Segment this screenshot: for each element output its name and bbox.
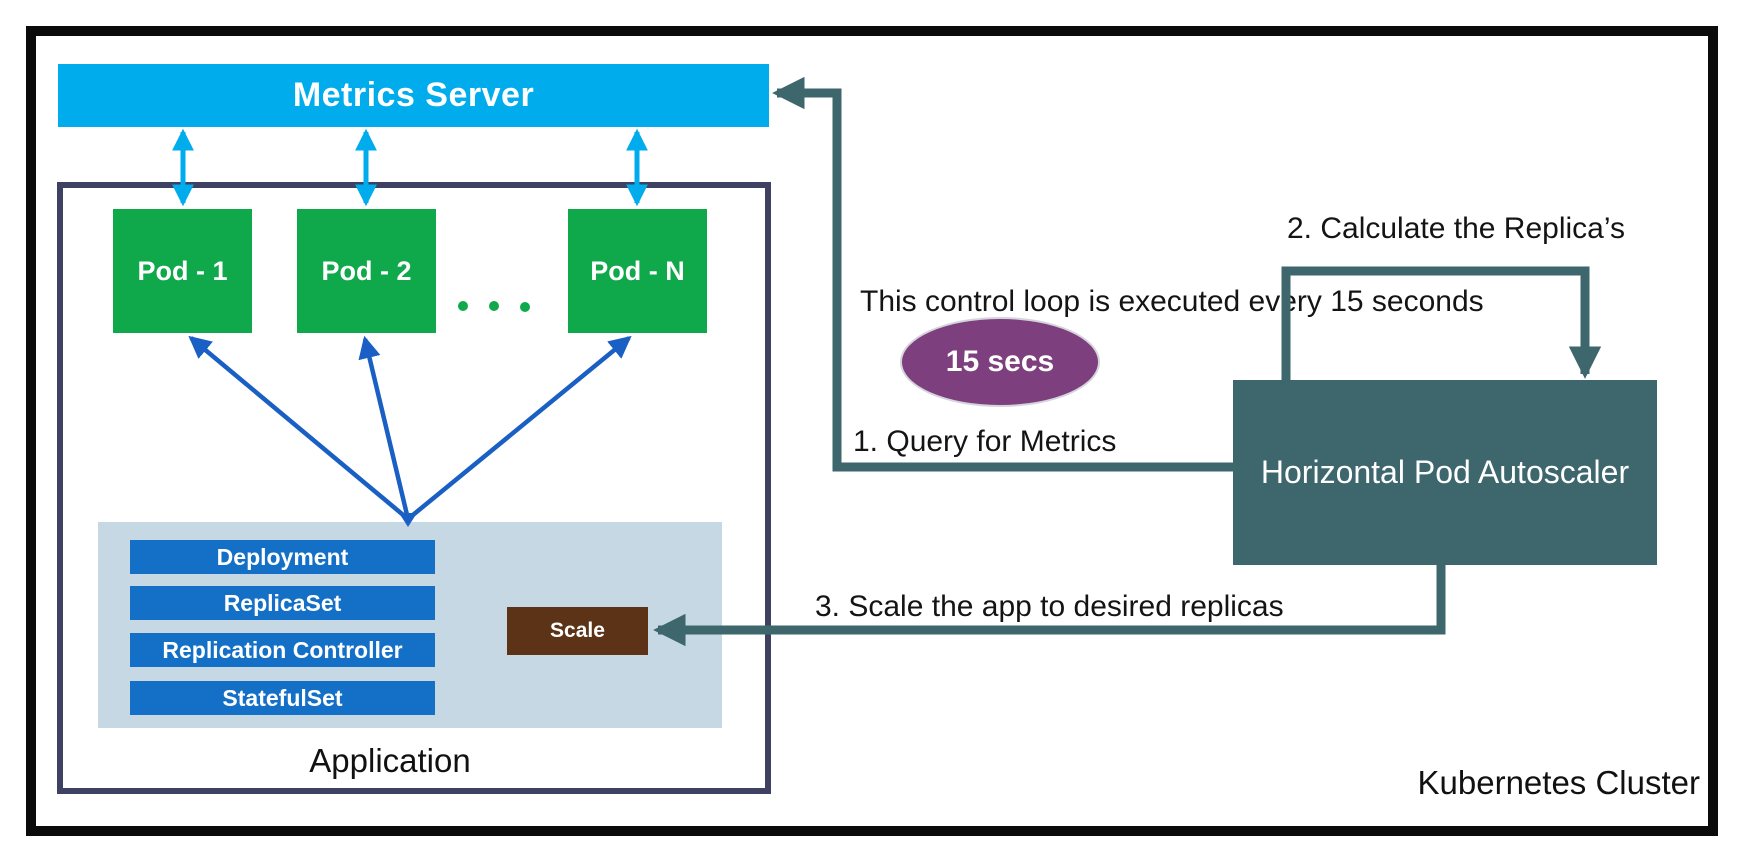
- hpa-label: Horizontal Pod Autoscaler: [1260, 454, 1630, 490]
- scale-box: Scale: [507, 607, 648, 655]
- pod-n-label: Pod - N: [590, 255, 685, 286]
- pod-1-box: Pod - 1: [113, 209, 252, 333]
- control-loop-note: This control loop is executed every 15 s…: [860, 285, 1484, 318]
- kubernetes-cluster-label: Kubernetes Cluster: [1417, 764, 1700, 801]
- workload-group-box: [57, 182, 771, 794]
- controller-statefulset: StatefulSet: [130, 681, 435, 715]
- horizontal-pod-autoscaler-box: Horizontal Pod Autoscaler: [1233, 380, 1657, 565]
- interval-badge-label: 15 secs: [945, 345, 1055, 378]
- pod-2-box: Pod - 2: [297, 209, 436, 333]
- interval-badge: 15 secs: [900, 317, 1100, 407]
- step-3-scale-app: 3. Scale the app to desired replicas: [815, 590, 1284, 623]
- application-label: Application: [309, 742, 471, 779]
- kubernetes-cluster-boundary: [26, 26, 1718, 836]
- step-1-query-for-metrics: 1. Query for Metrics: [853, 425, 1117, 458]
- scale-label: Scale: [550, 619, 605, 642]
- pod-2-label: Pod - 2: [321, 255, 412, 286]
- pod-n-box: Pod - N: [568, 209, 707, 333]
- pod-1-label: Pod - 1: [137, 255, 228, 286]
- replication-controller-label: Replication Controller: [162, 636, 403, 663]
- metrics-server-label: Metrics Server: [292, 76, 535, 114]
- controller-deployment: Deployment: [130, 540, 435, 574]
- deployment-label: Deployment: [216, 543, 349, 570]
- controller-replication-controller: Replication Controller: [130, 633, 435, 667]
- controller-replicaset: ReplicaSet: [130, 586, 435, 620]
- replicaset-label: ReplicaSet: [223, 589, 342, 616]
- statefulset-label: StatefulSet: [222, 684, 343, 711]
- step-2-calculate-replicas: 2. Calculate the Replica’s: [1287, 212, 1625, 245]
- metrics-server-box: Metrics Server: [58, 64, 769, 127]
